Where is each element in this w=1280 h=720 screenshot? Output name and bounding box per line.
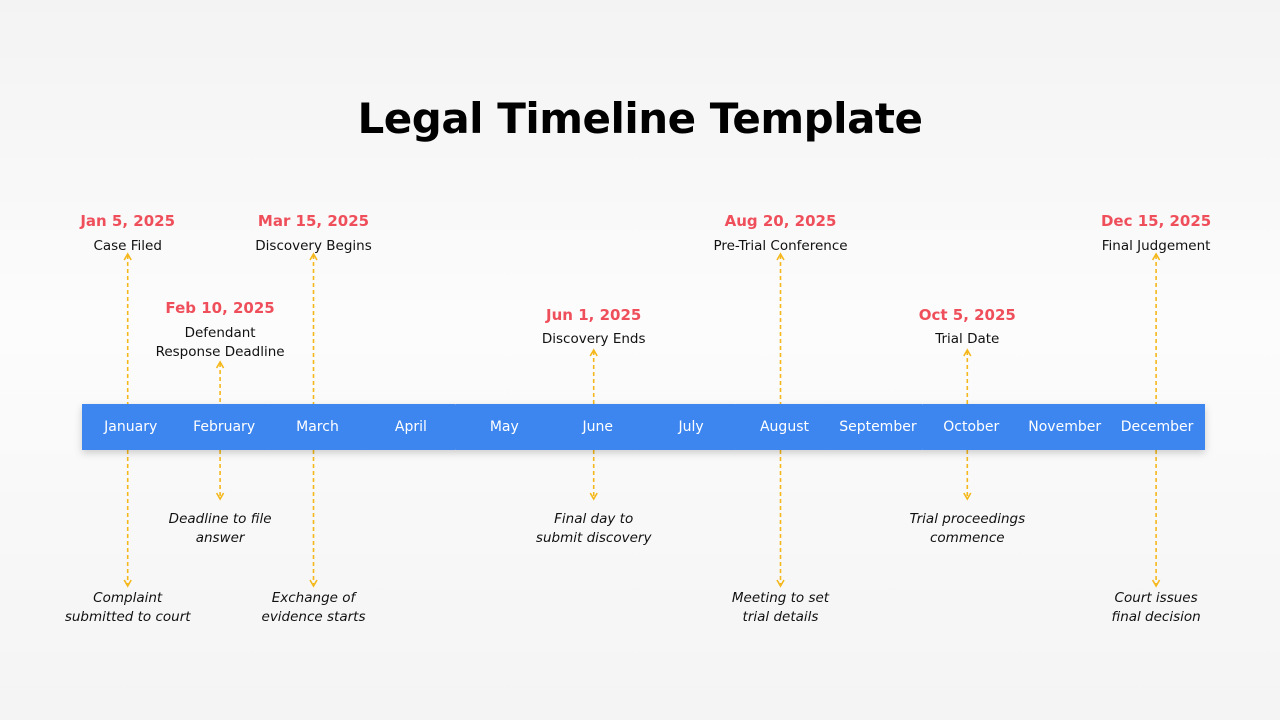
arrow-up-icon xyxy=(309,252,318,261)
arrow-down-icon xyxy=(589,492,598,501)
event-description: Exchange of evidence starts xyxy=(262,589,366,627)
event-description-line: Deadline to file xyxy=(168,511,272,527)
event-description-line: Final day to xyxy=(554,511,634,527)
arrow-up-icon xyxy=(1151,252,1161,261)
event-description: Final day to submit discovery xyxy=(536,510,652,548)
event-date: Feb 10, 2025 xyxy=(165,299,275,317)
event-description: Trial proceedings commence xyxy=(909,510,1025,548)
event-title-line: Trial Date xyxy=(935,331,1000,347)
event-title: Discovery Begins xyxy=(255,237,371,256)
event-description-line: evidence starts xyxy=(261,609,366,625)
event-title: Pre-Trial Conference xyxy=(713,237,847,256)
page-title: Legal Timeline Template xyxy=(357,94,923,143)
month-segment-july: July xyxy=(642,404,746,450)
event-date: Mar 15, 2025 xyxy=(257,212,370,230)
event-title: Case Filed xyxy=(93,237,162,256)
arrow-down-icon xyxy=(123,579,132,588)
month-label: March xyxy=(296,419,339,435)
event-description-line: trial details xyxy=(742,609,819,625)
event-title: Trial Date xyxy=(935,330,999,349)
month-segment-november: November xyxy=(1016,404,1120,450)
event-title-line: Defendant xyxy=(184,325,256,341)
event-date: Jun 1, 2025 xyxy=(546,306,642,324)
month-label: December xyxy=(1120,419,1194,435)
arrow-up-icon xyxy=(589,348,598,357)
event-description-line: submit discovery xyxy=(535,530,652,546)
month-segment-september: September xyxy=(829,404,933,450)
month-label: October xyxy=(943,419,1000,435)
event-date: Jan 5, 2025 xyxy=(80,212,176,230)
month-segment-january: January xyxy=(82,404,186,450)
arrow-up-icon xyxy=(963,348,972,357)
arrow-down-icon xyxy=(1151,579,1161,588)
month-segment-april: April xyxy=(362,404,466,450)
event-title-line: Response Deadline xyxy=(155,344,285,360)
month-label: February xyxy=(193,419,256,435)
event-description-line: final decision xyxy=(1111,609,1201,625)
event-title: Discovery Ends xyxy=(542,330,646,349)
event-description: Complaint submitted to court xyxy=(65,589,191,627)
arrow-up-icon xyxy=(776,252,785,261)
event-title: Final Judgement xyxy=(1102,237,1211,256)
month-segment-june: June xyxy=(549,404,653,450)
month-segment-december: December xyxy=(1109,404,1205,450)
month-segment-october: October xyxy=(922,404,1026,450)
month-label: January xyxy=(104,419,158,435)
month-label: September xyxy=(839,419,917,435)
month-label: June xyxy=(582,419,613,435)
event-description: Meeting to set trial details xyxy=(732,589,829,627)
arrow-down-icon xyxy=(215,492,225,501)
month-segment-march: March xyxy=(268,404,373,450)
event-title-line: Pre-Trial Conference xyxy=(713,238,848,254)
month-label: August xyxy=(759,419,809,435)
arrow-down-icon xyxy=(963,492,972,501)
month-bar: January February March April May June July Augu… xyxy=(82,404,1206,452)
event-description-line: submitted to court xyxy=(64,609,191,625)
event-description: Deadline to file answer xyxy=(169,510,272,548)
month-label: July xyxy=(678,419,704,435)
event-description: Court issues final decision xyxy=(1111,589,1200,627)
month-segment-august: August xyxy=(735,404,840,450)
arrow-down-icon xyxy=(776,579,785,588)
event-description-line: answer xyxy=(195,530,245,546)
month-segment-february: February xyxy=(175,404,279,450)
month-label: November xyxy=(1028,419,1102,435)
month-label: May xyxy=(489,419,519,435)
event-title-line: Discovery Begins xyxy=(255,238,372,254)
event-date: Aug 20, 2025 xyxy=(724,212,837,230)
arrow-up-icon xyxy=(123,252,132,261)
event-date: Dec 15, 2025 xyxy=(1100,212,1212,230)
arrow-down-icon xyxy=(309,579,318,588)
event-title-line: Final Judgement xyxy=(1101,238,1211,254)
event-description-line: Exchange of xyxy=(271,590,356,606)
event-date: Oct 5, 2025 xyxy=(918,306,1016,324)
event-description-line: commence xyxy=(930,530,1005,546)
month-label: April xyxy=(394,419,427,435)
month-segment-may: May xyxy=(455,404,559,450)
event-description-line: Trial proceedings xyxy=(909,511,1026,527)
event-description-line: Complaint xyxy=(93,590,163,606)
event-description-line: Court issues xyxy=(1114,590,1198,606)
event-title-line: Case Filed xyxy=(93,238,162,254)
event-title-line: Discovery Ends xyxy=(541,331,646,347)
event-description-line: Meeting to set xyxy=(731,590,830,606)
arrow-up-icon xyxy=(215,360,225,369)
